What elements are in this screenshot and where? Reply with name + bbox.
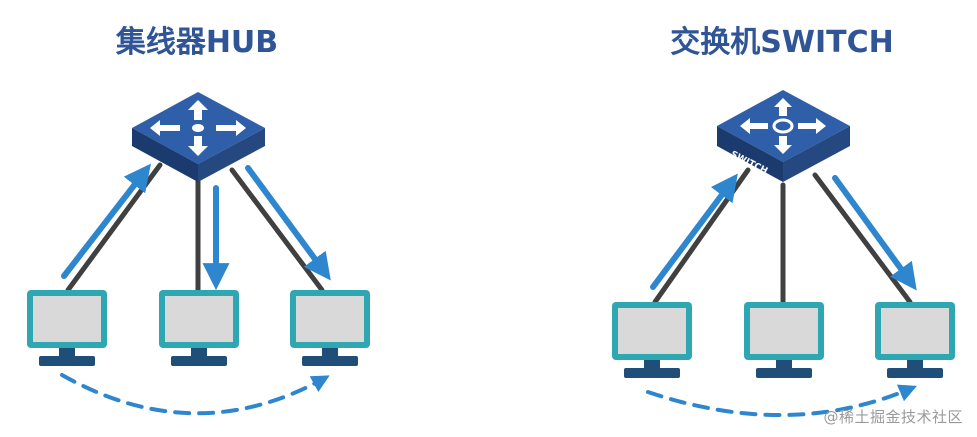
hub-cables	[65, 162, 325, 293]
hub-arrow-down-right	[245, 165, 331, 281]
switch-computer-2-icon	[744, 302, 824, 378]
switch-title: 交换机SWITCH	[670, 25, 893, 60]
watermark: @稀土掘金技术社区	[823, 408, 963, 426]
switch-arrow-down-right	[832, 175, 917, 291]
hub-computer-3-icon	[290, 290, 370, 366]
hub-computer-2-icon	[159, 290, 239, 366]
hub-title: 集线器HUB	[115, 25, 278, 60]
switch-computer-3-icon	[875, 302, 955, 378]
switch-dashed-arrow	[646, 384, 917, 418]
hub-computer-1-icon	[27, 290, 107, 366]
hub-arrows	[60, 163, 331, 416]
hub-dashed-arrow	[60, 373, 330, 416]
hub-device-icon	[132, 92, 265, 182]
switch-arrows	[646, 173, 917, 418]
hub-arrow-up	[61, 163, 151, 279]
switch-computer-1-icon	[612, 302, 692, 378]
switch-device-icon: SWITCH	[717, 90, 850, 182]
switch-arrow-up	[650, 173, 738, 290]
